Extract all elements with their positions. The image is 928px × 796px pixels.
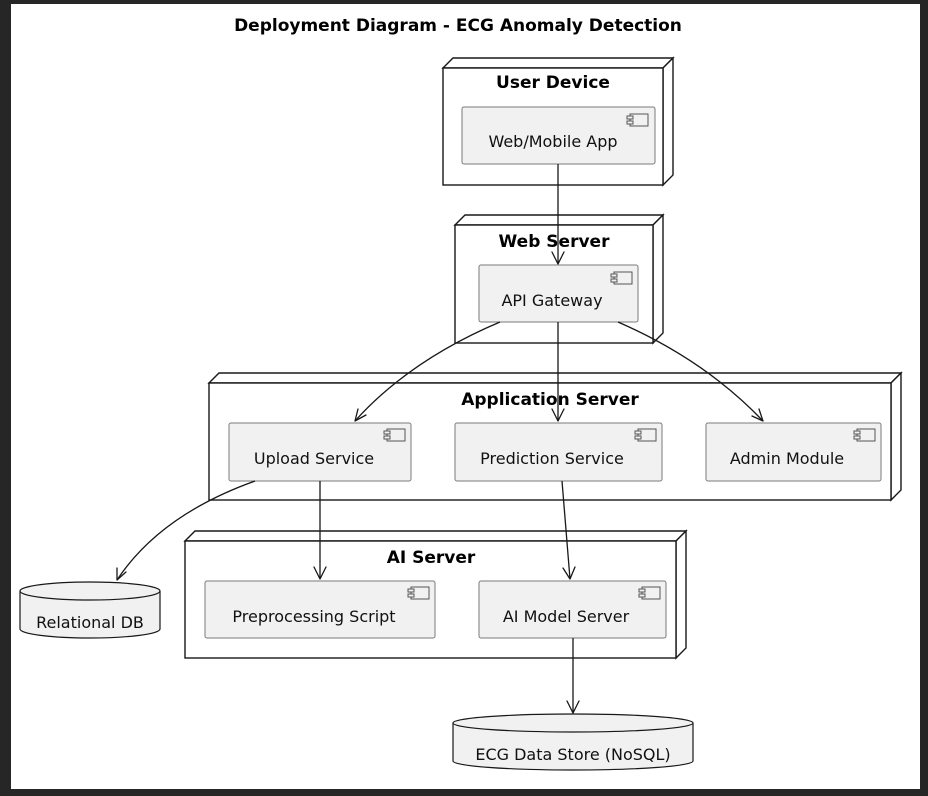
connection-webapp-to-api-gateway (551, 164, 565, 265)
diagram-title: Deployment Diagram - ECG Anomaly Detecti… (234, 16, 682, 36)
node-title: User Device (496, 73, 610, 93)
component-admin-module[interactable]: Admin Module (705, 422, 882, 482)
database-label: ECG Data Store (NoSQL) (475, 745, 670, 764)
component-label: Prediction Service (480, 449, 624, 468)
component-upload-service[interactable]: Upload Service (228, 422, 412, 482)
component-label: Upload Service (254, 449, 374, 468)
component-prediction-service[interactable]: Prediction Service (454, 422, 663, 482)
component-icon (634, 428, 657, 442)
node-title: AI Server (387, 548, 476, 568)
connection-prediction-service-to-ai-model-server (561, 480, 576, 580)
component-icon (626, 113, 649, 127)
node-ai-server[interactable]: AI Server Preprocessing Script AI Model … (183, 529, 688, 660)
node-user-device[interactable]: User Device Web/Mobile App (441, 56, 675, 187)
connection-api-gateway-to-admin-module (617, 321, 764, 422)
component-label: Web/Mobile App (488, 132, 617, 151)
component-icon (610, 271, 633, 285)
component-icon (638, 586, 661, 600)
component-preprocessing-script[interactable]: Preprocessing Script (204, 580, 436, 639)
database-relational-db[interactable]: Relational DB (19, 581, 161, 639)
component-icon (853, 428, 876, 442)
connection-upload-service-to-preprocessing-script (313, 481, 327, 580)
database-ecg-data-store[interactable]: ECG Data Store (NoSQL) (452, 713, 694, 771)
component-icon (383, 428, 406, 442)
component-ai-model-server[interactable]: AI Model Server (478, 580, 667, 639)
connection-ai-model-server-to-ecg-data-store (566, 638, 580, 714)
connection-api-gateway-to-upload-service (354, 321, 501, 422)
database-label: Relational DB (36, 613, 144, 632)
component-label: API Gateway (501, 291, 602, 310)
node-title: Application Server (461, 390, 639, 410)
node-title: Web Server (499, 232, 611, 252)
component-web-mobile-app[interactable]: Web/Mobile App (461, 106, 656, 165)
component-api-gateway[interactable]: API Gateway (478, 264, 639, 323)
connection-api-gateway-to-prediction-service (551, 322, 565, 422)
node-web-server[interactable]: Web Server API Gateway (453, 213, 665, 345)
node-application-server[interactable]: Application Server Upload Service Predic… (207, 371, 903, 502)
component-icon (407, 586, 430, 600)
connection-upload-service-to-relational-db (116, 480, 256, 581)
component-label: Preprocessing Script (232, 607, 395, 626)
component-label: AI Model Server (503, 607, 630, 626)
component-label: Admin Module (730, 449, 844, 468)
